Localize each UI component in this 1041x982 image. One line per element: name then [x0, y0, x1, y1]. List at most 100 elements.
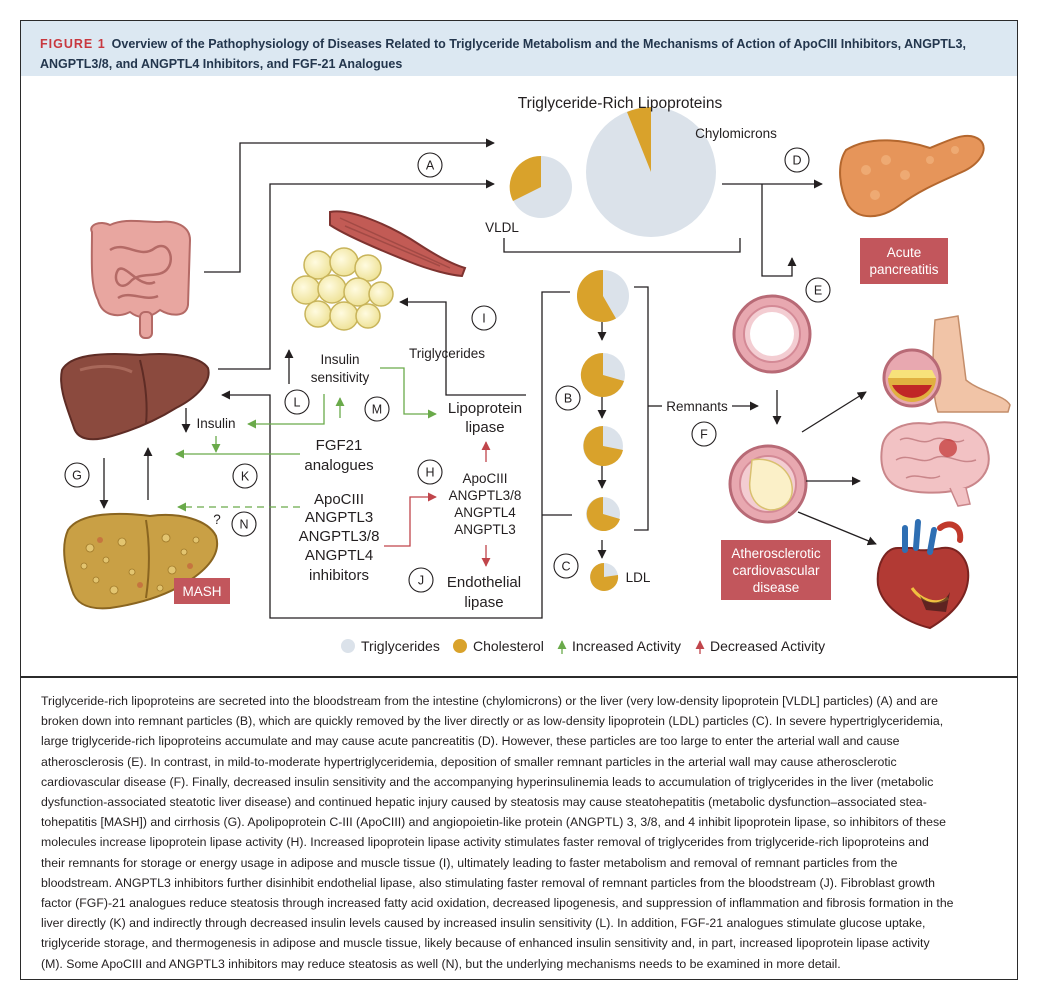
marker-a: A: [426, 159, 435, 173]
h-list-2: ANGPTL3/8: [449, 488, 522, 503]
inhibitors-label-5: inhibitors: [309, 567, 369, 584]
acute-pancreatitis-label-1: Acute: [887, 245, 922, 260]
lpl-label-2: lipase: [465, 419, 504, 436]
inhibitors-label-3: ANGPTL3/8: [299, 528, 380, 545]
endothelial-lipase-label-1: Endothelial: [447, 574, 521, 591]
marker-circle-a: [417, 152, 443, 178]
ascvd-label-3: disease: [753, 580, 800, 595]
caption-line-8: molecules increase lipoprotein lipase ac…: [41, 835, 929, 850]
legend: Triglycerides Cholesterol Increased Acti…: [341, 638, 825, 654]
remnant-pie-4: [586, 497, 620, 531]
inhibitors-label-4: ANGPTL4: [305, 547, 373, 564]
marker-b: B: [564, 392, 572, 406]
ascvd-label-1: Atherosclerotic: [731, 546, 821, 561]
ldl-pie: [590, 563, 619, 591]
inhibitors-label-1: ApoCIII: [314, 491, 364, 508]
legend-cholesterol-swatch: [453, 639, 467, 653]
figure-caption: Triglyceride-rich lipoproteins are secre…: [41, 691, 1001, 974]
marker-circle-c: [553, 553, 579, 579]
h-list-4: ANGPTL3: [454, 522, 516, 537]
marker-e: E: [814, 284, 822, 298]
triglycerides-label: Triglycerides: [409, 346, 485, 361]
remnant-pie-3: [583, 426, 623, 466]
marker-circle-i: [471, 305, 497, 331]
artery-cross-section-icon: [732, 294, 812, 374]
legend-decreased: Decreased Activity: [710, 638, 825, 654]
caption-line-14: (M). Some ApoCIII and ANGPTL3 inhibitors…: [41, 956, 841, 971]
remnants-label: Remnants: [666, 399, 728, 414]
caption-line-7: tohepatitis [MASH]) and cirrhosis (G). A…: [41, 815, 946, 830]
main-heading: Triglyceride-Rich Lipoproteins: [518, 95, 723, 112]
caption-line-2: broken down into remnant particles (B), …: [41, 714, 944, 729]
marker-d: D: [792, 154, 801, 168]
caption-line-11: factor (FGF)-21 analogues reduce steatos…: [41, 896, 954, 911]
marker-h: H: [425, 466, 434, 480]
marker-g: G: [72, 469, 82, 483]
marker-circle-d: [784, 147, 810, 173]
figure-frame: [20, 20, 1018, 980]
ascvd-box: [721, 540, 831, 600]
marker-l: L: [294, 396, 301, 410]
marker-circle-b: [555, 385, 581, 411]
figure-label: FIGURE 1: [40, 37, 106, 51]
lpl-label-1: Lipoprotein: [448, 400, 522, 417]
vldl-label: VLDL: [485, 220, 519, 235]
caption-line-4: atherosclerosis (E). In contrast, in mil…: [41, 754, 897, 769]
acute-pancreatitis-label-2: pancreatitis: [869, 262, 938, 277]
vldl-pie: [509, 155, 572, 218]
caption-line-3: large triglyceride-rich lipoproteins acc…: [41, 734, 900, 749]
heart-icon: [876, 519, 970, 630]
intestine-icon: [90, 219, 192, 339]
marker-circle-g: [64, 462, 90, 488]
ldl-label: LDL: [626, 570, 651, 585]
mash-label: MASH: [182, 584, 221, 599]
marker-n: N: [239, 518, 248, 532]
h-list-3: ANGPTL4: [454, 505, 516, 520]
insulin-sensitivity-label-1: Insulin: [320, 352, 359, 367]
marker-c: C: [561, 560, 570, 574]
acute-pancreatitis-box: [860, 238, 948, 284]
marker-circle-n: [231, 511, 257, 537]
caption-line-9: their remnants for storage or energy usa…: [41, 855, 898, 870]
marker-circle-j: [408, 567, 434, 593]
fgf21-label-2: analogues: [304, 457, 373, 474]
marker-circle-m: [364, 396, 390, 422]
marker-circle-f: [691, 421, 717, 447]
plaque-artery-icon: [728, 444, 808, 524]
fgf21-label-1: FGF21: [316, 437, 363, 454]
inhibitors-label-2: ANGPTL3: [305, 509, 373, 526]
marker-circle-l: [284, 389, 310, 415]
liver-icon: [60, 352, 210, 441]
mash-box: [174, 578, 230, 604]
marker-circle-k: [232, 463, 258, 489]
marker-circle-h: [417, 459, 443, 485]
caption-line-1: Triglyceride-rich lipoproteins are secre…: [41, 694, 938, 708]
figure-header: [21, 21, 1017, 76]
marker-f: F: [700, 428, 708, 442]
legend-triglycerides: Triglycerides: [361, 638, 440, 654]
legend-increased: Increased Activity: [572, 638, 681, 654]
brain-icon: [880, 421, 990, 507]
marker-m: M: [372, 403, 382, 417]
chylomicrons-label: Chylomicrons: [695, 126, 777, 141]
legend-triglycerides-swatch: [341, 639, 355, 653]
figure-title-text: Overview of the Pathophysiology of Disea…: [40, 37, 966, 71]
marker-circle-e: [805, 277, 831, 303]
pancreas-icon: [839, 134, 985, 218]
caption-line-12: liver directly (K) and indirectly throug…: [41, 916, 926, 931]
insulin-sensitivity-label-2: sensitivity: [311, 370, 370, 385]
caption-line-5: cardiovascular disease (F). Finally, dec…: [41, 774, 934, 789]
insulin-label: Insulin: [196, 416, 235, 431]
chylomicron-pie: [586, 107, 716, 237]
muscle-icon: [329, 210, 467, 278]
pathophysiology-diagram: Triglyceride-Rich Lipoproteins Chylomicr…: [60, 95, 1011, 654]
remnant-pie-2: [580, 352, 625, 397]
adipose-tissue-icon: [291, 247, 394, 331]
endothelial-lipase-label-2: lipase: [464, 594, 503, 611]
caption-line-13: triglyceride storage, and thermogenesis …: [41, 936, 930, 951]
marker-k: K: [241, 470, 250, 484]
caption-divider: [21, 676, 1017, 678]
marker-j: J: [418, 574, 424, 588]
h-list-1: ApoCIII: [462, 471, 507, 486]
